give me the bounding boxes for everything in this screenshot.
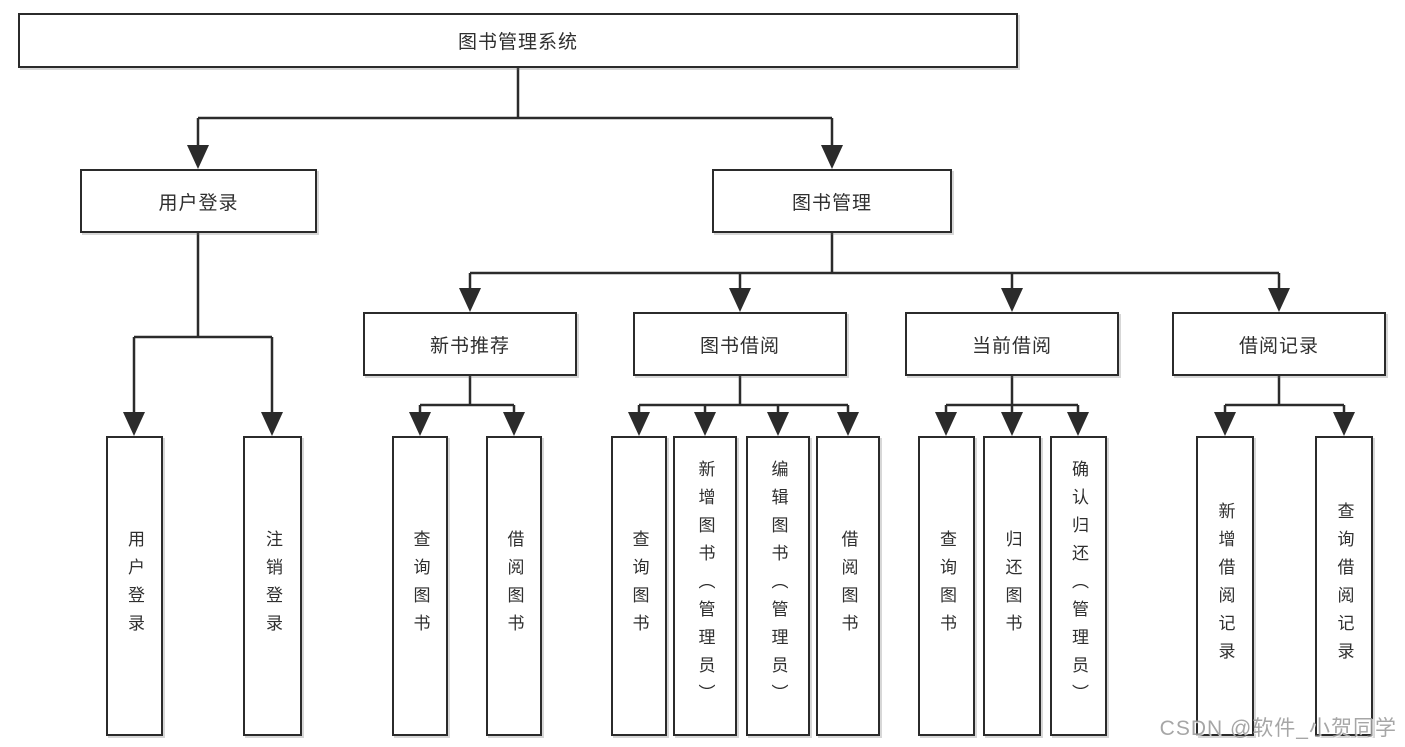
- arrow-down-icon: [1001, 412, 1023, 436]
- arrow-down-icon: [729, 288, 751, 312]
- leaf-return-book: 归还图书: [983, 436, 1041, 736]
- leaf-add-book-admin: 新增图书（管理员）: [673, 436, 737, 736]
- arrow-down-icon: [409, 412, 431, 436]
- arrow-down-icon: [1067, 412, 1089, 436]
- node-user-login: 用户登录: [80, 169, 317, 233]
- leaf-query-books-current: 查询图书: [918, 436, 975, 736]
- arrow-down-icon: [1333, 412, 1355, 436]
- arrow-down-icon: [459, 288, 481, 312]
- arrow-down-icon: [628, 412, 650, 436]
- arrow-down-icon: [1268, 288, 1290, 312]
- leaf-add-borrow-record: 新增借阅记录: [1196, 436, 1254, 736]
- leaf-confirm-return-admin: 确认归还（管理员）: [1050, 436, 1107, 736]
- leaf-user-login: 用户登录: [106, 436, 163, 736]
- node-borrowing-records: 借阅记录: [1172, 312, 1386, 376]
- arrow-down-icon: [767, 412, 789, 436]
- arrow-down-icon: [821, 145, 843, 169]
- arrow-down-icon: [123, 412, 145, 436]
- arrow-down-icon: [1001, 288, 1023, 312]
- arrow-down-icon: [187, 145, 209, 169]
- arrow-down-icon: [837, 412, 859, 436]
- arrow-down-icon: [1214, 412, 1236, 436]
- arrow-down-icon: [261, 412, 283, 436]
- leaf-borrow-books-recommend: 借阅图书: [486, 436, 542, 736]
- arrow-down-icon: [503, 412, 525, 436]
- node-new-book-recommend: 新书推荐: [363, 312, 577, 376]
- leaf-edit-book-admin: 编辑图书（管理员）: [746, 436, 810, 736]
- leaf-query-books-borrowing: 查询图书: [611, 436, 667, 736]
- leaf-query-books-recommend: 查询图书: [392, 436, 448, 736]
- arrow-down-icon: [935, 412, 957, 436]
- node-book-borrowing: 图书借阅: [633, 312, 847, 376]
- connector-edges: [132, 68, 1346, 418]
- leaf-query-borrow-record: 查询借阅记录: [1315, 436, 1373, 736]
- arrow-down-icon: [694, 412, 716, 436]
- arrowhead-icons: [123, 145, 1355, 436]
- leaf-logout: 注销登录: [243, 436, 302, 736]
- csdn-watermark: CSDN @软件_小贺同学: [1159, 717, 1397, 740]
- leaf-borrow-books-borrowing: 借阅图书: [816, 436, 880, 736]
- node-root-system: 图书管理系统: [18, 13, 1018, 68]
- node-book-management: 图书管理: [712, 169, 952, 233]
- node-current-borrowing: 当前借阅: [905, 312, 1119, 376]
